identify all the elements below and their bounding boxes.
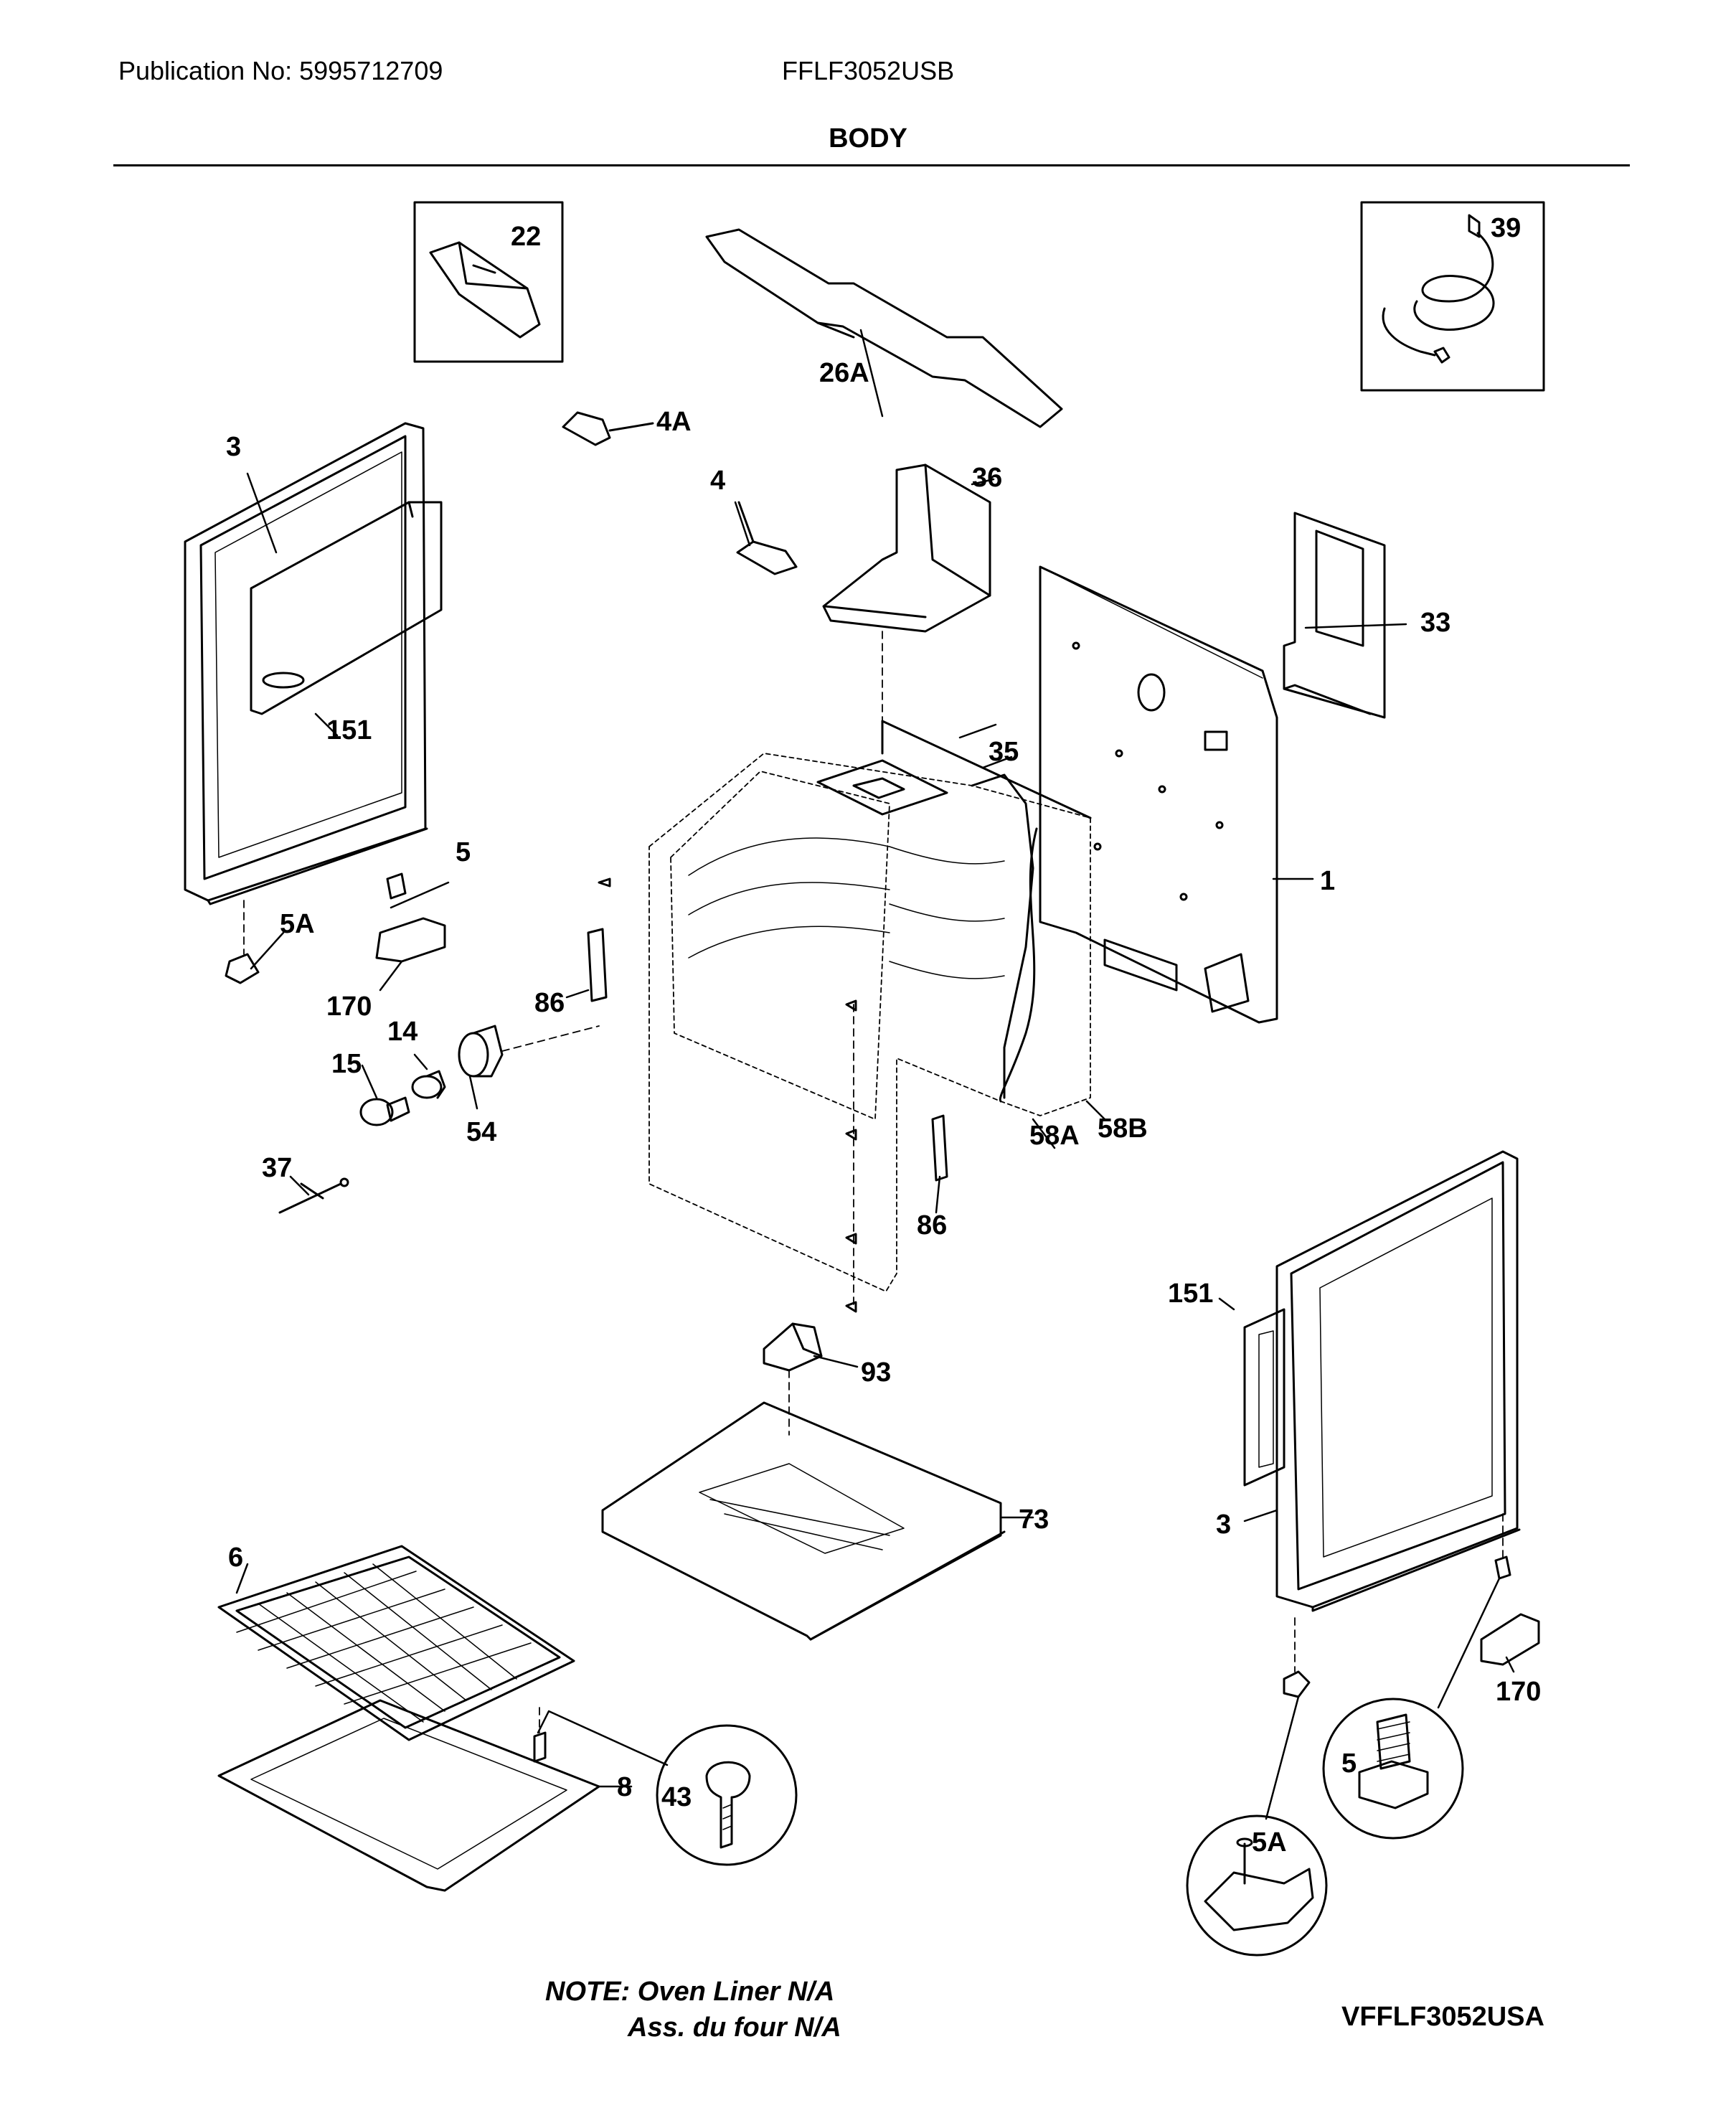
part-8-drawer-pan (217, 1699, 600, 1892)
label-part-86-right: 86 (917, 1210, 947, 1241)
part-43-screw-small (533, 1731, 547, 1763)
part-5-leveler-detail-circle (1322, 1698, 1464, 1840)
label-part-5a-detail: 5A (1252, 1827, 1287, 1858)
publication-number: Publication No: 5995712709 (118, 56, 443, 85)
label-part-33: 33 (1420, 608, 1450, 638)
part-4-bracket (736, 501, 798, 575)
model-number: FFLF3052USB (782, 56, 955, 85)
part-6-oven-rack (217, 1545, 575, 1741)
part-22-inset (413, 201, 564, 363)
oven-liner-note-en: NOTE: Oven Liner N/A (545, 1977, 835, 2007)
label-part-22: 22 (511, 222, 541, 252)
part-14-lamp-socket (411, 1070, 446, 1099)
part-151-left-heat-shield (250, 501, 443, 715)
label-part-14: 14 (387, 1017, 418, 1047)
body-screws (598, 877, 857, 1313)
label-part-15: 15 (331, 1049, 362, 1079)
part-labels: 1 3 3 4 4A 5 5 5A 5A 6 8 14 15 22 26A 33… (226, 213, 1541, 1858)
part-5a-left-leg (225, 953, 260, 984)
part-37-sensor (278, 1177, 349, 1214)
label-part-4: 4 (710, 466, 725, 496)
label-part-54: 54 (466, 1117, 496, 1147)
label-part-151-left: 151 (326, 715, 372, 745)
part-4a-bracket (562, 411, 654, 446)
part-43-screw-detail-circle (656, 1724, 798, 1866)
part-36-vent-duct (822, 463, 991, 633)
label-part-26a: 26A (819, 358, 869, 388)
label-part-4a: 4A (656, 407, 692, 437)
part-33-cover (1283, 512, 1386, 719)
label-part-151-right: 151 (1168, 1279, 1213, 1309)
label-part-36: 36 (972, 463, 1002, 493)
label-part-170-left: 170 (326, 992, 372, 1022)
part-15-lamp-bulb (359, 1096, 410, 1126)
part-86-left-bracket (587, 928, 608, 1002)
leader-lines (235, 329, 1515, 1820)
part-170-left-bracket (375, 917, 446, 963)
part-73-bottom-panel (601, 1401, 1006, 1641)
part-35-plate (816, 759, 948, 816)
part-3-right-side-panel (1275, 1150, 1521, 1612)
label-part-37: 37 (262, 1153, 292, 1183)
part-5a-right-leg (1283, 1670, 1311, 1698)
label-part-39: 39 (1491, 213, 1521, 243)
label-part-5a: 5A (280, 909, 315, 939)
label-part-5-detail: 5 (1341, 1748, 1357, 1779)
part-170-right-bracket (1480, 1613, 1540, 1666)
part-1-back-panel (1039, 565, 1278, 1024)
label-part-58a: 58A (1029, 1121, 1080, 1151)
label-part-86-left: 86 (534, 988, 565, 1018)
label-part-3-right: 3 (1216, 1510, 1231, 1540)
oven-cavity-body (648, 720, 1092, 1292)
part-93-insulation (763, 1322, 823, 1372)
label-part-1: 1 (1320, 866, 1335, 896)
figure-id: VFFLF3052USA (1341, 2002, 1544, 2032)
part-5-right-leveler-small (1494, 1555, 1511, 1580)
label-part-93: 93 (861, 1357, 891, 1388)
label-part-43: 43 (661, 1782, 692, 1812)
label-part-35: 35 (989, 737, 1019, 767)
label-part-58b: 58B (1098, 1114, 1148, 1144)
label-part-6: 6 (228, 1543, 243, 1573)
part-151-right-heat-shield (1243, 1308, 1286, 1487)
page-title: BODY (829, 123, 907, 154)
label-part-73: 73 (1019, 1505, 1049, 1535)
part-26a-top-bracket (705, 228, 1063, 428)
label-part-5: 5 (456, 837, 471, 867)
title-divider (113, 164, 1630, 166)
label-part-170-right: 170 (1496, 1677, 1541, 1707)
assembly-dash-lines (243, 631, 1504, 1733)
part-86-right-bracket (931, 1114, 948, 1182)
oven-liner-note-fr: Ass. du four N/A (628, 2013, 841, 2043)
label-part-3-left: 3 (226, 432, 241, 462)
part-5-leveler-small (386, 872, 407, 900)
part-5a-leg-detail-circle (1186, 1814, 1328, 1957)
part-3-left-side-panel (184, 422, 428, 905)
label-part-8: 8 (617, 1772, 632, 1802)
part-54-lamp-housing (458, 1025, 504, 1078)
part-39-inset (1360, 201, 1545, 392)
